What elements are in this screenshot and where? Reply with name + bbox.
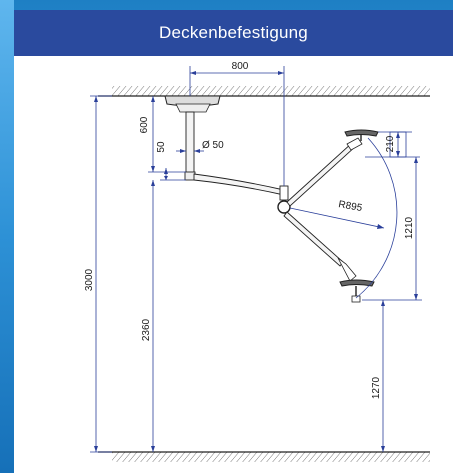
dim-arm-height-label: 2360 bbox=[141, 318, 152, 341]
dim-mount-height bbox=[148, 96, 186, 173]
light-head-lower bbox=[339, 279, 375, 303]
dim-tube-diameter-label: Ø 50 bbox=[202, 140, 224, 151]
ceiling bbox=[98, 86, 430, 97]
dim-tube-diameter bbox=[176, 149, 204, 153]
dim-min-height bbox=[381, 300, 385, 452]
floor bbox=[98, 451, 430, 462]
dim-total-height bbox=[90, 95, 112, 453]
spring-arm-lower bbox=[283, 211, 357, 282]
dim-head-height bbox=[365, 131, 420, 158]
dim-arm-height bbox=[151, 180, 155, 452]
background-strip bbox=[0, 0, 14, 473]
dim-radius-label: R895 bbox=[337, 199, 363, 214]
panel-header: Deckenbefestigung bbox=[14, 10, 453, 56]
arm-joint bbox=[277, 200, 291, 214]
ceiling-mount bbox=[164, 95, 221, 181]
dim-tube-length bbox=[160, 168, 186, 181]
panel-title: Deckenbefestigung bbox=[159, 23, 308, 42]
upper-arm bbox=[193, 173, 289, 201]
dim-swing-height-label: 1210 bbox=[404, 216, 415, 239]
dim-radius bbox=[289, 137, 398, 299]
dim-head-height-label: 210 bbox=[385, 135, 396, 152]
dim-arm-offset-label: 800 bbox=[232, 61, 249, 72]
dim-arm-offset bbox=[189, 66, 285, 186]
dim-tube-length-label: 50 bbox=[156, 141, 167, 153]
dim-min-height-label: 1270 bbox=[371, 376, 382, 399]
light-head-upper bbox=[344, 129, 379, 141]
dim-total-height-label: 3000 bbox=[84, 268, 95, 291]
spring-arm-upper bbox=[286, 137, 363, 207]
dim-mount-height-label: 600 bbox=[139, 116, 150, 133]
dim-swing-height bbox=[362, 157, 422, 301]
